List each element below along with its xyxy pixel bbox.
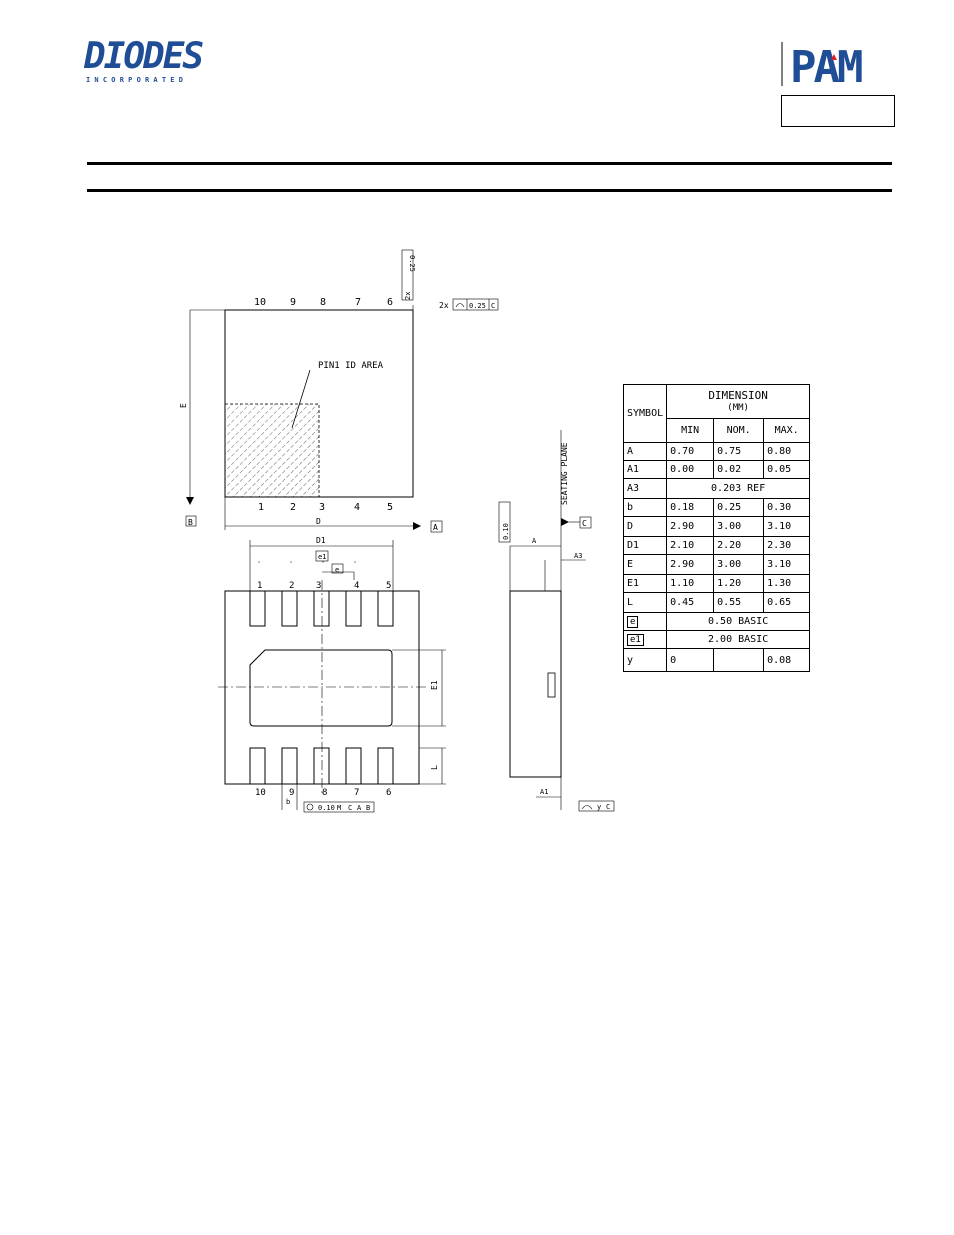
top-pin-9: 9	[290, 297, 296, 308]
side-view-body	[509, 590, 562, 778]
pam-logo: PAM	[781, 42, 865, 90]
symbol-header: SYMBOL	[622, 384, 668, 443]
svg-text:8: 8	[322, 788, 327, 798]
tol-top-multiplier: 2x	[439, 301, 449, 310]
bottom-view-bottom-pads	[249, 747, 394, 785]
dim-b-label: b	[286, 798, 290, 806]
diodes-logo: DIODES I N C O R P O R A T E D	[84, 38, 205, 84]
dim-d1-label: D1	[316, 536, 326, 545]
top-pin-8: 8	[320, 297, 326, 308]
top-pin-7: 7	[355, 297, 361, 308]
part-number-box	[781, 95, 895, 127]
tol-top-value: 0.25	[469, 302, 486, 310]
svg-text:7: 7	[354, 788, 359, 798]
header-rule-bottom	[87, 189, 892, 192]
tol-a1-y: y	[597, 803, 601, 811]
svg-text:A: A	[357, 804, 362, 812]
svg-text:1: 1	[257, 581, 262, 591]
datum-a-label: A	[433, 523, 438, 532]
bottom-pin-2: 2	[290, 502, 296, 513]
datum-b-label: B	[188, 518, 193, 527]
svg-text:5: 5	[386, 581, 391, 591]
header-rule-top	[87, 162, 892, 165]
pin1-id-label: PIN1 ID AREA	[318, 361, 384, 371]
bottom-view-top-pads	[249, 590, 394, 627]
tol-parallel-value: 0.10	[502, 523, 510, 540]
top-pin-6: 6	[387, 297, 393, 308]
package-drawing: PIN1 ID AREA 10 9 8 7 6 1 2 3 4 5 E B D …	[179, 249, 615, 813]
exposed-pad	[249, 649, 393, 727]
dim-e-pitch-label: e	[335, 566, 339, 574]
dim-e1-height-label: E1	[430, 680, 439, 690]
svg-text:PAM: PAM	[790, 42, 862, 90]
seating-plane-label: SEATING PLANE	[560, 442, 569, 505]
svg-text:10: 10	[255, 788, 266, 798]
svg-text:4: 4	[354, 581, 359, 591]
col-min: MIN	[666, 418, 715, 443]
dimension-header: DIMENSION (MM)	[666, 384, 811, 419]
dim-e-label: E	[179, 403, 188, 408]
datum-c-label: C	[582, 519, 587, 528]
svg-text:2: 2	[289, 581, 294, 591]
bottom-pin-5: 5	[387, 502, 393, 513]
dim-l-label: L	[430, 765, 439, 770]
bottom-pin-3: 3	[319, 502, 325, 513]
dim-e1-label: e1	[318, 553, 326, 561]
tol-top-datum: C	[491, 302, 495, 310]
tol-vert-value: 0.25	[408, 255, 416, 272]
bottom-pin-4: 4	[354, 502, 360, 513]
svg-text:I N C O R P O R A T E D: I N C O R P O R A T E D	[86, 76, 183, 84]
tol-vert-multiplier: 2x	[404, 292, 412, 300]
dim-a1-label: A1	[540, 788, 548, 796]
top-pin-10: 10	[254, 297, 266, 308]
svg-text:C: C	[348, 804, 352, 812]
bottom-pin-1: 1	[258, 502, 264, 513]
svg-text:B: B	[366, 804, 370, 812]
svg-text:3: 3	[316, 581, 321, 591]
dim-a3-label: A3	[574, 552, 582, 560]
tol-bottom-value: 0.10	[318, 804, 335, 812]
dim-d-label: D	[316, 517, 321, 526]
pam-red-triangle-icon	[831, 54, 837, 60]
col-max: MAX.	[763, 418, 811, 443]
svg-text:6: 6	[386, 788, 391, 798]
svg-text:DIODES: DIODES	[84, 38, 203, 77]
pin1-id-area	[224, 403, 320, 498]
svg-text:9: 9	[289, 788, 294, 798]
svg-text:M: M	[337, 804, 341, 812]
svg-text:C: C	[606, 803, 610, 811]
col-nom: NOM.	[713, 418, 765, 443]
dim-a-side-label: A	[532, 537, 537, 545]
